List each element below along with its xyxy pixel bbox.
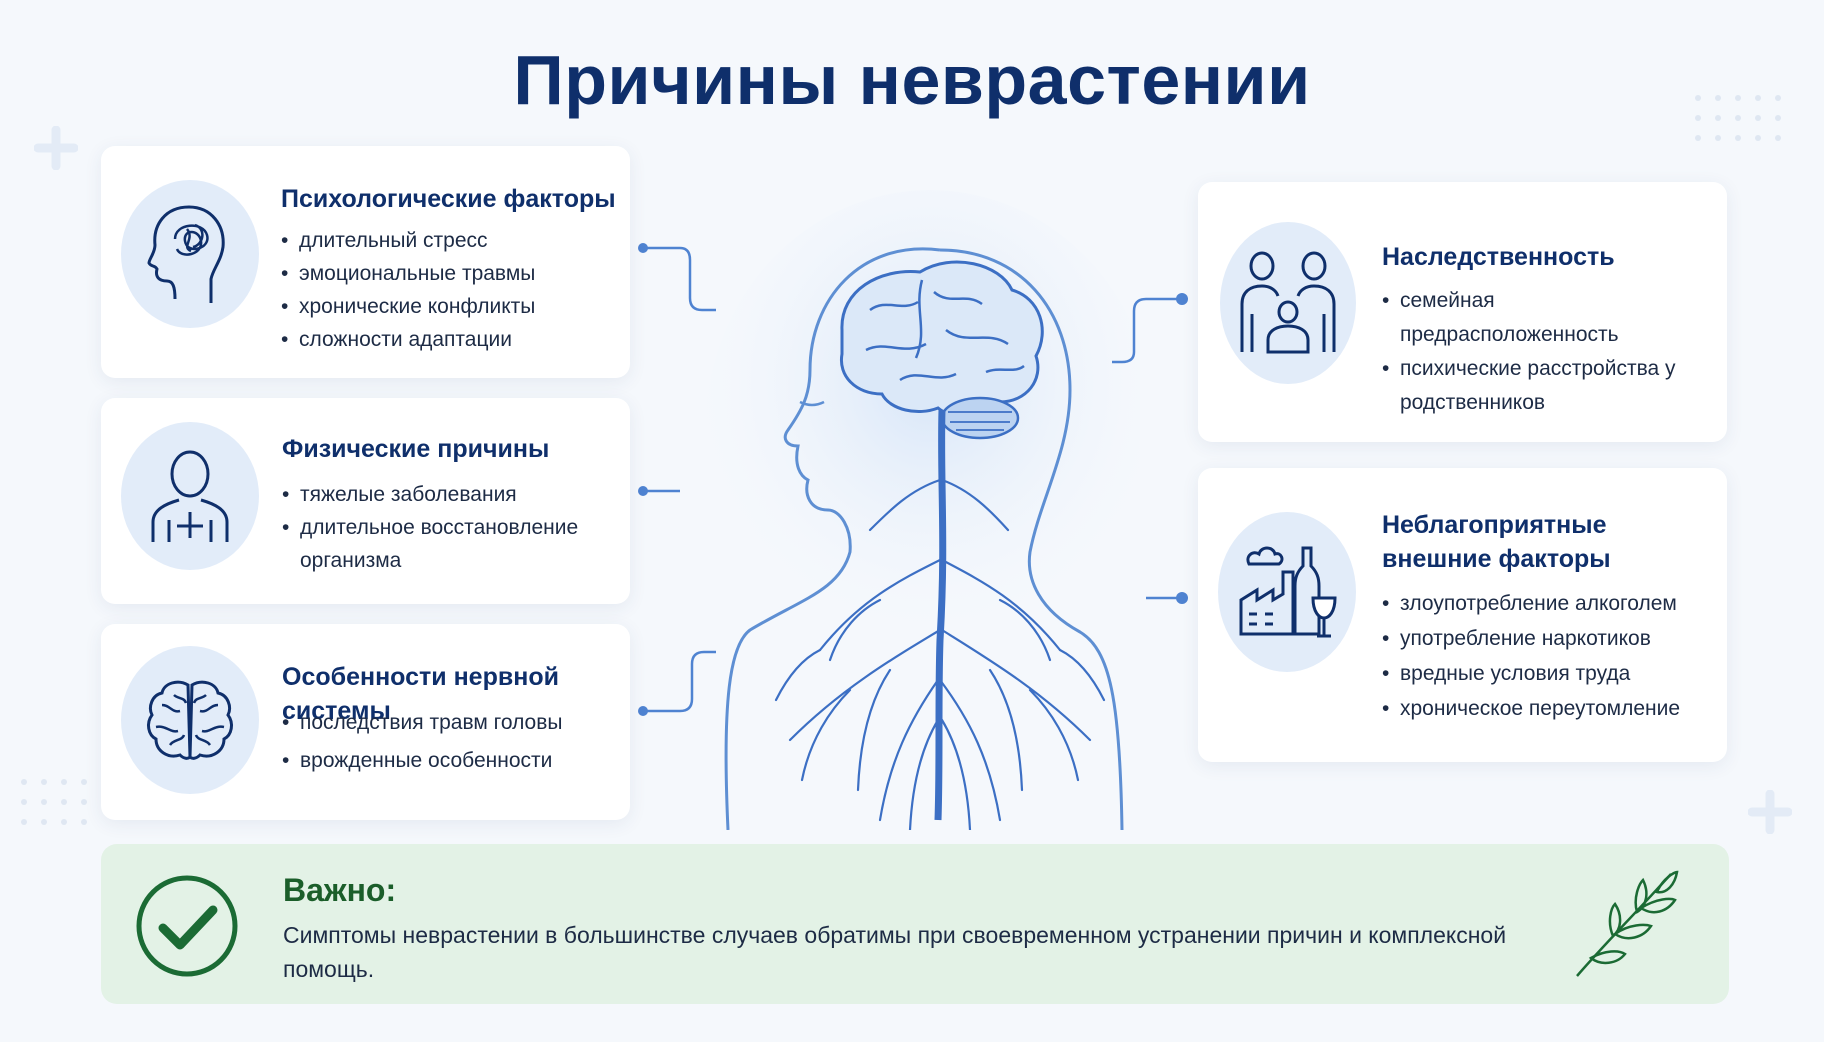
- family-icon: [1240, 251, 1336, 354]
- card-nervous-system: Особенности нервной системы последствия …: [101, 624, 630, 820]
- list-item: хроническое переутомление: [1382, 691, 1680, 726]
- page-title: Причины неврастении: [513, 41, 1311, 119]
- card-list: злоупотребление алкоголем употребление н…: [1382, 586, 1680, 726]
- card-list: тяжелые заболевания длительное восстанов…: [282, 478, 612, 577]
- list-item: врожденные особенности: [282, 742, 563, 780]
- card-psychological: Психологические факторы длительный стрес…: [101, 146, 630, 378]
- list-item: сложности адаптации: [281, 323, 535, 356]
- icon-circle: [121, 422, 259, 570]
- card-title: Неблагоприятные: [1382, 511, 1607, 539]
- plus-decor-icon: [34, 126, 78, 170]
- card-title: внешние факторы: [1382, 545, 1611, 573]
- banner-text: Симптомы неврастении в большинстве случа…: [283, 922, 1507, 982]
- plus-decor-icon: [1748, 790, 1792, 834]
- dot-grid-decor-icon: [1695, 95, 1781, 141]
- factory-bottle-icon: [1239, 546, 1337, 638]
- card-title: Наследственность: [1382, 243, 1615, 271]
- list-item: эмоциональные травмы: [281, 257, 535, 290]
- list-item: семейная предрасположенность: [1382, 284, 1712, 352]
- list-item: психические расстройства у родственников: [1382, 352, 1712, 420]
- card-title: Психологические факторы: [281, 185, 616, 213]
- card-title: Физические причины: [282, 435, 550, 463]
- brain-icon: [147, 680, 233, 760]
- important-banner: Важно: Симптомы неврастении в большинств…: [101, 844, 1729, 1004]
- human-nervous-system-illustration: [705, 190, 1140, 830]
- list-item: тяжелые заболевания: [282, 478, 612, 511]
- card-physical: Физические причины тяжелые заболевания д…: [101, 398, 630, 604]
- card-external-factors: Неблагоприятные внешние факторы злоупотр…: [1198, 468, 1727, 762]
- card-heredity: Наследственность семейная предрасположен…: [1198, 182, 1727, 442]
- icon-circle: [1220, 222, 1356, 384]
- card-list: последствия травм головы врожденные особ…: [282, 704, 563, 780]
- card-list: длительный стресс эмоциональные травмы х…: [281, 224, 535, 356]
- card-list: семейная предрасположенность психические…: [1382, 284, 1712, 420]
- checkmark-circle-icon: [136, 875, 238, 977]
- icon-circle: [121, 646, 259, 794]
- head-tangle-icon: [147, 205, 225, 303]
- list-item: злоупотребление алкоголем: [1382, 586, 1680, 621]
- icon-circle: [121, 180, 259, 328]
- list-item: вредные условия труда: [1382, 656, 1680, 691]
- banner-title: Важно:: [283, 872, 397, 908]
- leaf-branch-icon: [1576, 870, 1679, 977]
- dot-grid-decor-icon: [21, 779, 87, 825]
- list-item: последствия травм головы: [282, 704, 563, 742]
- list-item: длительный стресс: [281, 224, 535, 257]
- list-item: длительное восстановление организма: [282, 511, 612, 577]
- list-item: употребление наркотиков: [1382, 621, 1680, 656]
- icon-circle: [1218, 512, 1356, 672]
- patient-cross-icon: [151, 450, 229, 542]
- list-item: хронические конфликты: [281, 290, 535, 323]
